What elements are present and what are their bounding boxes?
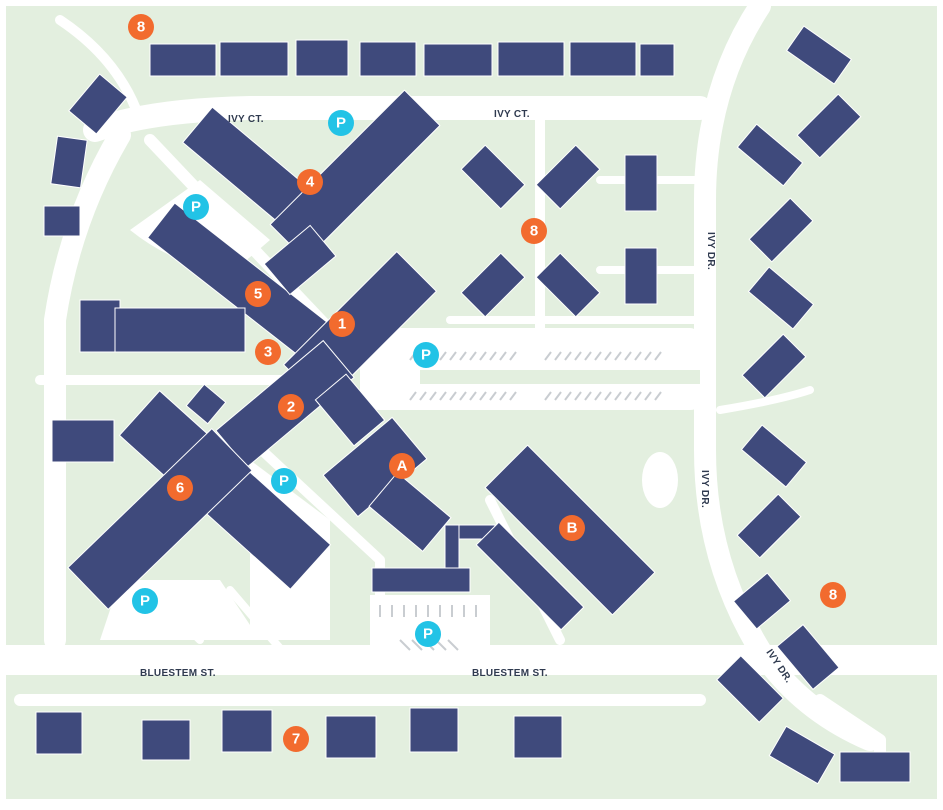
- court-cottages: [460, 144, 658, 318]
- ivy-ct-townhomes: [149, 39, 675, 77]
- marker-4[interactable]: 4: [297, 169, 323, 195]
- parking-marker-southwest[interactable]: P: [132, 588, 158, 614]
- east-cottages: [716, 25, 911, 785]
- parking-marker-ivy-ct[interactable]: P: [328, 110, 354, 136]
- pond-path: [642, 452, 678, 508]
- marker-8-east-label: 8: [829, 587, 837, 604]
- building-markers[interactable]: 8 4 8 5 1 3 2 A 6 B 8 7: [128, 14, 846, 752]
- parking-marker-south-label: P: [423, 626, 433, 643]
- central-lot: [360, 328, 700, 410]
- marker-4-label: 4: [306, 174, 315, 191]
- marker-8-east[interactable]: 8: [820, 582, 846, 608]
- buildings: [35, 25, 911, 785]
- marker-5-label: 5: [254, 286, 262, 303]
- marker-a-label: A: [397, 458, 408, 475]
- ivy-ct-road: [83, 96, 712, 142]
- parking-marker-north-label: P: [191, 199, 201, 216]
- marker-8-center[interactable]: 8: [521, 218, 547, 244]
- marker-6-label: 6: [176, 480, 184, 497]
- marker-2-label: 2: [287, 399, 295, 416]
- marker-8-center-label: 8: [530, 223, 538, 240]
- parking-marker-south[interactable]: P: [415, 621, 441, 647]
- marker-8-north-label: 8: [137, 19, 145, 36]
- bluestem-row: [35, 707, 563, 761]
- marker-1-label: 1: [338, 316, 346, 333]
- east-spur: [716, 386, 814, 414]
- lot-stripes: [409, 351, 662, 401]
- marker-2[interactable]: 2: [278, 394, 304, 420]
- south-lot-stripes: [379, 605, 477, 617]
- main-complex: [79, 89, 441, 469]
- parking-markers[interactable]: P P P P P P: [132, 110, 441, 647]
- ivy-dr-road: [694, 0, 881, 751]
- marker-b[interactable]: B: [559, 515, 585, 541]
- parking-marker-mid[interactable]: P: [271, 468, 297, 494]
- marker-8-north[interactable]: 8: [128, 14, 154, 40]
- lot-island: [420, 370, 700, 384]
- west-building: [51, 419, 115, 463]
- marker-b-label: B: [567, 520, 578, 537]
- marker-3-label: 3: [264, 344, 272, 361]
- parking-marker-ivy-ct-label: P: [336, 115, 346, 132]
- marker-6[interactable]: 6: [167, 475, 193, 501]
- street-label-ivy-dr-north: IVY DR.: [705, 232, 716, 270]
- marker-1[interactable]: 1: [329, 311, 355, 337]
- parking-marker-north[interactable]: P: [183, 194, 209, 220]
- parking-marker-central[interactable]: P: [413, 342, 439, 368]
- parking-marker-mid-label: P: [279, 473, 289, 490]
- building-a-shape: [322, 416, 496, 576]
- parking-marker-southwest-label: P: [140, 593, 150, 610]
- street-label-bluestem-west: BLUESTEM ST.: [140, 668, 216, 679]
- street-label-ivy-dr-south: IVY DR.: [699, 470, 710, 508]
- marker-a[interactable]: A: [389, 453, 415, 479]
- street-label-bluestem-east: BLUESTEM ST.: [472, 668, 548, 679]
- nw-cottages: [43, 73, 128, 237]
- street-label-ivy-ct-east: IVY CT.: [494, 109, 530, 120]
- nw-path: [55, 15, 145, 125]
- building-6-shape: [67, 390, 332, 611]
- street-label-ivy-ct-west: IVY CT.: [228, 114, 264, 125]
- south-connector-building: [371, 567, 471, 593]
- marker-5[interactable]: 5: [245, 281, 271, 307]
- marker-7-label: 7: [292, 731, 300, 748]
- marker-7[interactable]: 7: [283, 726, 309, 752]
- parking-marker-central-label: P: [421, 347, 431, 364]
- marker-3[interactable]: 3: [255, 339, 281, 365]
